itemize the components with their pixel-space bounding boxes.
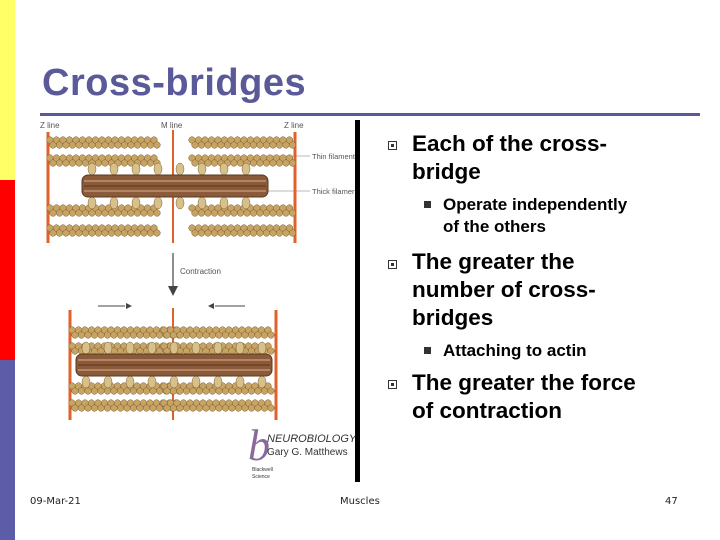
bullet-3-line-2: of contraction xyxy=(412,398,562,423)
strip-red xyxy=(0,180,15,360)
left-accent-strip xyxy=(0,0,15,540)
publisher-line-1: Blackwell xyxy=(252,467,273,473)
z-line-right-label: Z line xyxy=(284,121,304,130)
title-underline xyxy=(40,113,700,116)
strip-blue xyxy=(0,360,15,540)
publisher-credit: b NEUROBIOLOGY Gary G. Matthews Blackwel… xyxy=(248,421,357,480)
thick-filament-label: Thick filament xyxy=(312,187,359,196)
contraction-label: Contraction xyxy=(180,267,221,276)
thin-filament-bottom xyxy=(68,326,275,412)
relaxed-sarcomere: Z line M line Z line Thin filament Thick… xyxy=(40,121,359,243)
figure-divider xyxy=(355,120,360,482)
footer-page-number: 47 xyxy=(665,496,678,507)
book-title: NEUROBIOLOGY xyxy=(267,433,357,445)
logo-letter: b xyxy=(248,421,270,470)
bullet-marker xyxy=(388,260,397,269)
bullet-1-line-1: Each of the cross- xyxy=(412,131,608,156)
bullet-2-sub-1: Attaching to actin xyxy=(443,340,587,362)
footer-center: Muscles xyxy=(340,496,380,507)
bullet-1-line-2: bridge xyxy=(412,159,481,184)
bullet-1-sub-1-line-1: Operate independently xyxy=(443,195,628,214)
slide-title: Cross-bridges xyxy=(42,62,307,104)
strip-yellow xyxy=(0,0,15,180)
thin-filament-label: Thin filament xyxy=(312,152,356,161)
book-author: Gary G. Matthews xyxy=(267,447,348,458)
publisher-line-2: Science xyxy=(252,474,270,480)
z-line-left-label: Z line xyxy=(40,121,60,130)
bullet-1: Each of the cross- bridge xyxy=(412,130,607,186)
bullet-2-line-3: bridges xyxy=(412,305,494,330)
thin-filament-top xyxy=(46,136,297,237)
bullet-3-line-1: The greater the force xyxy=(412,370,636,395)
bullet-1-sub-1-line-2: of the others xyxy=(443,217,546,236)
bullet-2-line-1: The greater the xyxy=(412,249,575,274)
footer-date: 09-Mar-21 xyxy=(30,496,81,507)
bullet-2-sub-1-line-1: Attaching to actin xyxy=(443,341,587,360)
bullet-marker xyxy=(388,141,397,150)
bullet-marker xyxy=(388,380,397,389)
m-line-label: M line xyxy=(161,121,183,130)
bullet-2-line-2: number of cross- xyxy=(412,277,596,302)
bullet-3: The greater the force of contraction xyxy=(412,369,636,425)
sub-bullet-marker xyxy=(424,347,431,354)
sarcomere-figure: Z line M line Z line Thin filament Thick… xyxy=(40,121,359,480)
sub-bullet-marker xyxy=(424,201,431,208)
bullet-2: The greater the number of cross- bridges xyxy=(412,248,596,332)
contracted-sarcomere xyxy=(68,303,278,420)
bullet-1-sub-1: Operate independently of the others xyxy=(443,194,627,238)
